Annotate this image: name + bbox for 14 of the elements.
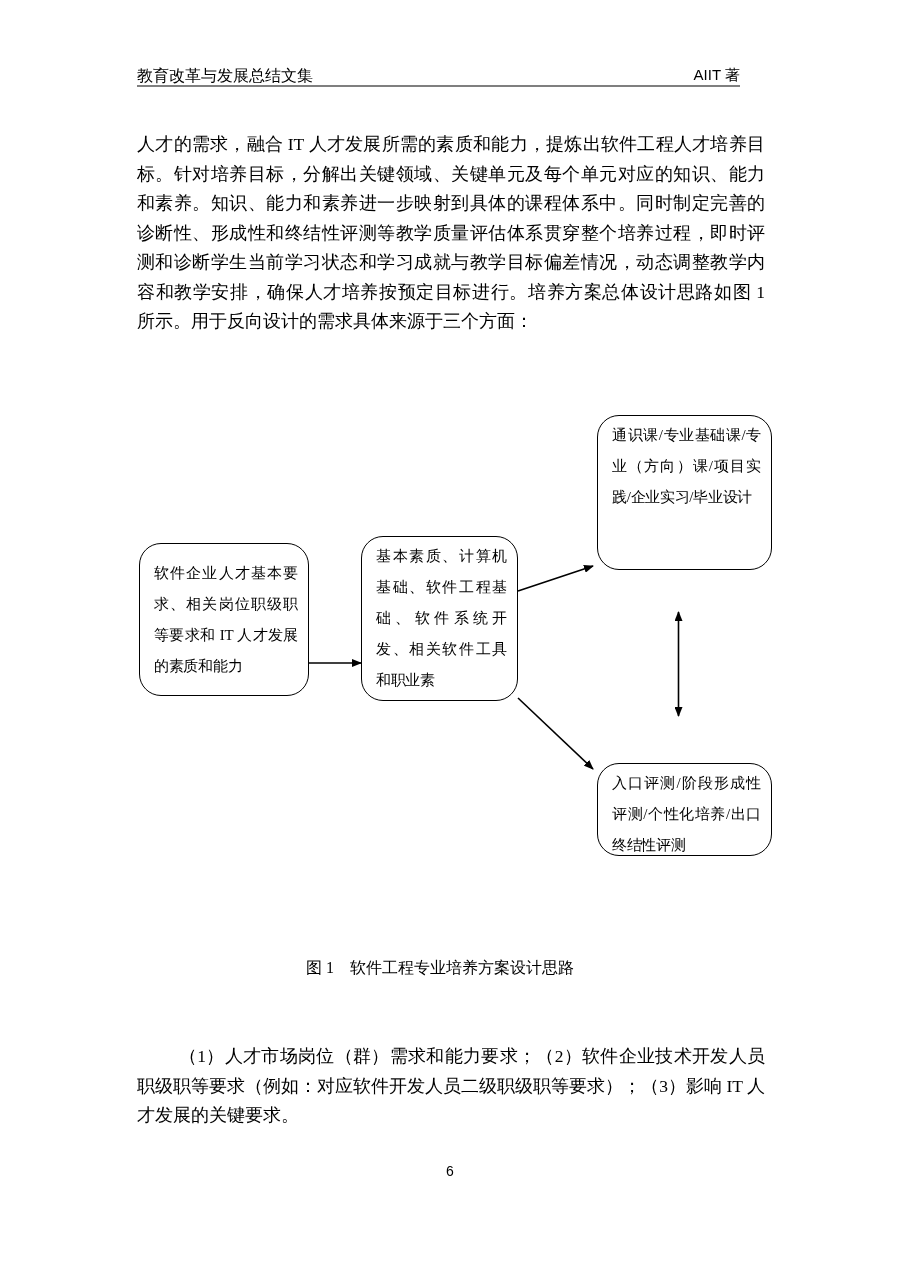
- figure-caption: 图 1 软件工程专业培养方案设计思路: [305, 958, 575, 978]
- arrow: [308, 659, 362, 667]
- page-number: 6: [446, 1163, 454, 1179]
- process-box: 基本素质、计算机基础、软件工程基础、软件系统开发、相关软件工具和职业素: [361, 536, 518, 701]
- arrow: [517, 565, 594, 592]
- arrow: [674, 611, 683, 717]
- author-text: AIIT 著: [693, 66, 740, 85]
- process-box: 入口评测/阶段形成性评测/个性化培养/出口终结性评测: [597, 763, 772, 856]
- process-box: 软件企业人才基本要求、相关岗位职级职等要求和 IT 人才发展的素质和能力: [139, 543, 309, 696]
- arrow: [517, 697, 594, 770]
- paragraph: 人才的需求，融合 IT 人才发展所需的素质和能力，提炼出软件工程人才培养目标。针对培养目标，分解出关键领域、关键单元及每个单元对应的知识、能力和素养。知识、能力和素养进一步映射到具体的课程体系中。同时制定完善的诊断性、形成性和终结性评测等教学质量评估体系贯穿整个培养过程，即时评测和诊断学生当前学习状态和学习成就与教学目标偏差情况，动态调整教学内容和教学安排，确保人才培养按预定目标进行。培养方案总体设计思路如图 1 所示。用于反向设计的需求具体来源于三个方面：: [137, 133, 765, 333]
- header-title: 教育改革与发展总结文集: [137, 66, 313, 86]
- process-box: 通识课/专业基础课/专业（方向）课/项目实践/企业实习/毕业设计: [597, 415, 772, 570]
- paragraph: （1）人才市场岗位（群）需求和能力要求；（2）软件企业技术开发人员职级职等要求（例如：对应软件开发人员二级职级职等要求）；（3）影响 IT 人才发展的关键要求。: [137, 1045, 765, 1127]
